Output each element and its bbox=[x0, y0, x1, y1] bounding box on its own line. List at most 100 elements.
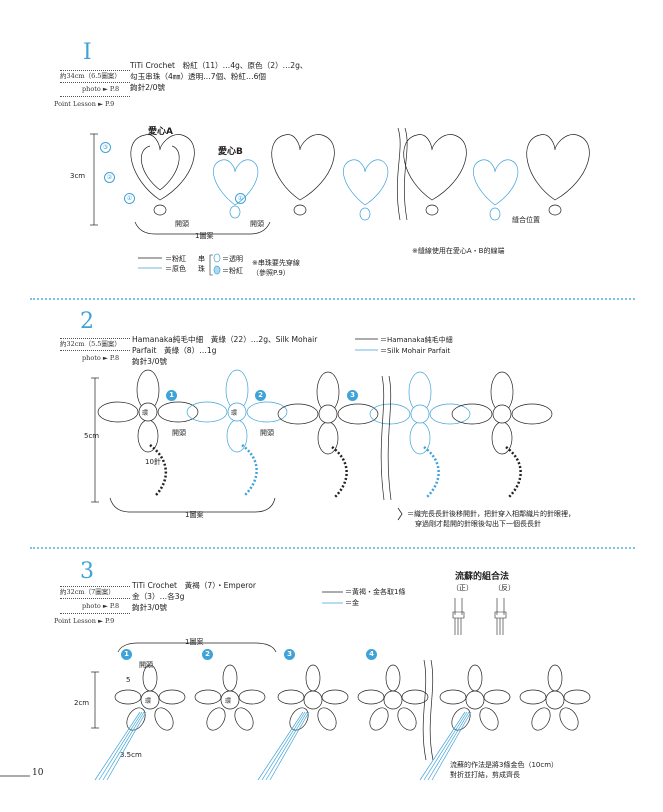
spec-line: 金（3）…各3g bbox=[132, 592, 185, 601]
divider bbox=[60, 82, 130, 83]
tassel-front-label: （正） bbox=[452, 584, 473, 592]
ring-label: 環 bbox=[225, 698, 232, 705]
heart-a-motif bbox=[271, 134, 335, 216]
divider bbox=[60, 598, 130, 599]
section-2-number: 2 bbox=[80, 309, 94, 334]
note-line: 對折並打結，剪成齊長 bbox=[450, 771, 520, 779]
tassel bbox=[257, 711, 310, 781]
row-marker: ① bbox=[124, 193, 135, 204]
section-2-photo-ref: photo ► P.8 bbox=[82, 354, 120, 362]
heart-b-motif bbox=[473, 159, 519, 221]
hearts-diagram bbox=[90, 127, 590, 276]
bead-pink-legend: ＝粉紅 bbox=[222, 267, 243, 275]
divider bbox=[60, 338, 130, 339]
tassel bbox=[419, 711, 472, 781]
row-marker: ③ bbox=[100, 142, 111, 153]
heart-b-motif bbox=[343, 159, 389, 221]
height-label: 3cm bbox=[70, 172, 86, 180]
flowers-diagram bbox=[91, 338, 553, 521]
spec-line: Hamanaka純毛中細 黃綠（22）…2g、Silk Mohair bbox=[132, 335, 318, 344]
section-1-number: I bbox=[83, 40, 92, 65]
start-label: 開頭 bbox=[175, 220, 189, 228]
section-1-size: 約34cm（6.5圖案） bbox=[60, 72, 121, 80]
start-label: 開頭 bbox=[139, 661, 153, 669]
spec-line: TiTi Crochet 粉紅（11）…4g、原色（2）…2g、 bbox=[130, 61, 308, 70]
legend-gold: ＝金 bbox=[345, 599, 359, 607]
legend-hamanaka: ＝Hamanaka純毛中細 bbox=[380, 336, 453, 344]
divider bbox=[60, 586, 130, 587]
star-flower-motif bbox=[439, 664, 511, 731]
tassel-note: 流蘇的作法是將3條金色（10cm） 對折並打結，剪成齊長 bbox=[450, 760, 558, 780]
legend-pink: ＝粉紅 bbox=[165, 255, 186, 263]
section-3-number: 3 bbox=[80, 559, 94, 584]
spec-line: TiTi Crochet 黃褐（7）・Emperor bbox=[132, 581, 256, 590]
tassel-back-diagram bbox=[494, 598, 507, 635]
step-marker: 3 bbox=[284, 649, 295, 660]
bead-label: 串珠 bbox=[198, 255, 205, 273]
cross-flower-motif bbox=[451, 371, 553, 498]
row-marker: ① bbox=[235, 193, 246, 204]
ring-label: 環 bbox=[231, 410, 238, 417]
section-separator bbox=[30, 547, 635, 549]
star-flower-motif bbox=[357, 664, 429, 731]
note-line: （參照P.9） bbox=[252, 269, 290, 277]
section-3-point-lesson: Point Lesson ► P.9 bbox=[54, 617, 115, 625]
pattern-repeat-label: 1圖案 bbox=[185, 511, 204, 519]
step-marker: 2 bbox=[255, 390, 266, 401]
start-label: 開頭 bbox=[250, 220, 264, 228]
cross-flower-motif bbox=[97, 369, 199, 496]
note-line: ※串珠要先穿線 bbox=[252, 259, 300, 267]
star-flower-motif bbox=[114, 664, 186, 731]
tassel-back-label: （反） bbox=[494, 584, 515, 592]
cross-flower-motif bbox=[277, 371, 379, 498]
bead-note: ※串珠要先穿線 （參照P.9） bbox=[252, 258, 300, 278]
section-1-point-lesson: Point Lesson ► P.9 bbox=[54, 100, 115, 108]
spec-line: 鉤針2/0號 bbox=[130, 83, 166, 92]
ring-label: 環 bbox=[145, 698, 152, 705]
star-flower-motif bbox=[519, 664, 591, 731]
note-line: 流蘇的作法是將3條金色（10cm） bbox=[450, 761, 559, 769]
section-1-spec: TiTi Crochet 粉紅（11）…4g、原色（2）…2g、 勾玉串珠（4㎜… bbox=[130, 60, 308, 93]
section-3-photo-ref: photo ► P.8 bbox=[82, 602, 120, 610]
start-label: 開頭 bbox=[260, 429, 274, 437]
legend-mohair: ＝Silk Mohair Parfait bbox=[380, 347, 451, 355]
step-marker: 1 bbox=[121, 649, 132, 660]
spec-line: Parfait 黃綠（8）…1g bbox=[132, 346, 217, 355]
divider bbox=[60, 350, 130, 351]
spec-line: 鉤針3/0號 bbox=[132, 357, 168, 366]
pattern-repeat-label: 1圖案 bbox=[195, 232, 214, 240]
tassel-front-diagram bbox=[452, 598, 465, 635]
tassel-assembly-title: 流蘇的組合法 bbox=[455, 572, 510, 582]
star-flower-motif bbox=[194, 664, 266, 731]
cross-flower-motif bbox=[186, 369, 288, 496]
step-marker: 4 bbox=[366, 649, 377, 660]
sewing-note: ※縫線使用在愛心A・B的線端 bbox=[412, 247, 505, 255]
join-technique-note: ＝織完長長針後移開針，把針穿入相鄰織片的針眼裡， 穿過剛才鬆開的針眼後勾出下一個… bbox=[407, 509, 575, 529]
join-position-label: 縫合位置 bbox=[512, 216, 540, 224]
bead-clear-legend: ＝透明 bbox=[222, 255, 243, 263]
section-1-photo-ref: photo ► P.8 bbox=[82, 85, 120, 93]
divider bbox=[60, 96, 130, 97]
section-3-size: 約32cm（7圖案） bbox=[60, 588, 115, 596]
heart-b-label: 愛心B bbox=[218, 147, 243, 157]
spec-line: 勾玉串珠（4㎜）透明…7個、粉紅…6個 bbox=[130, 72, 266, 81]
legend-cream: ＝原色 bbox=[165, 265, 186, 273]
tassel-length-label: 3.5cm bbox=[120, 751, 142, 759]
spec-line: 鉤針3/0號 bbox=[132, 603, 168, 612]
stitch-count-label: 10針 bbox=[145, 458, 161, 466]
section-2-size: 約32cm（5.5圖案） bbox=[60, 340, 121, 348]
step-marker: 3 bbox=[347, 390, 358, 401]
section-3-spec: TiTi Crochet 黃褐（7）・Emperor 金（3）…各3g 鉤針3/… bbox=[132, 580, 256, 613]
section-separator bbox=[30, 298, 635, 300]
section-2-spec: Hamanaka純毛中細 黃綠（22）…2g、Silk Mohair Parfa… bbox=[132, 334, 317, 367]
heart-a-motif bbox=[403, 134, 467, 216]
divider bbox=[60, 70, 130, 71]
ring-label: 環 bbox=[142, 410, 149, 417]
heart-a-motif bbox=[526, 134, 590, 216]
cross-flower-motif bbox=[369, 371, 471, 498]
divider bbox=[60, 613, 130, 614]
pattern-repeat-label: 1圖案 bbox=[185, 638, 204, 646]
tassel bbox=[94, 711, 147, 781]
page-number: 10 bbox=[32, 768, 44, 778]
